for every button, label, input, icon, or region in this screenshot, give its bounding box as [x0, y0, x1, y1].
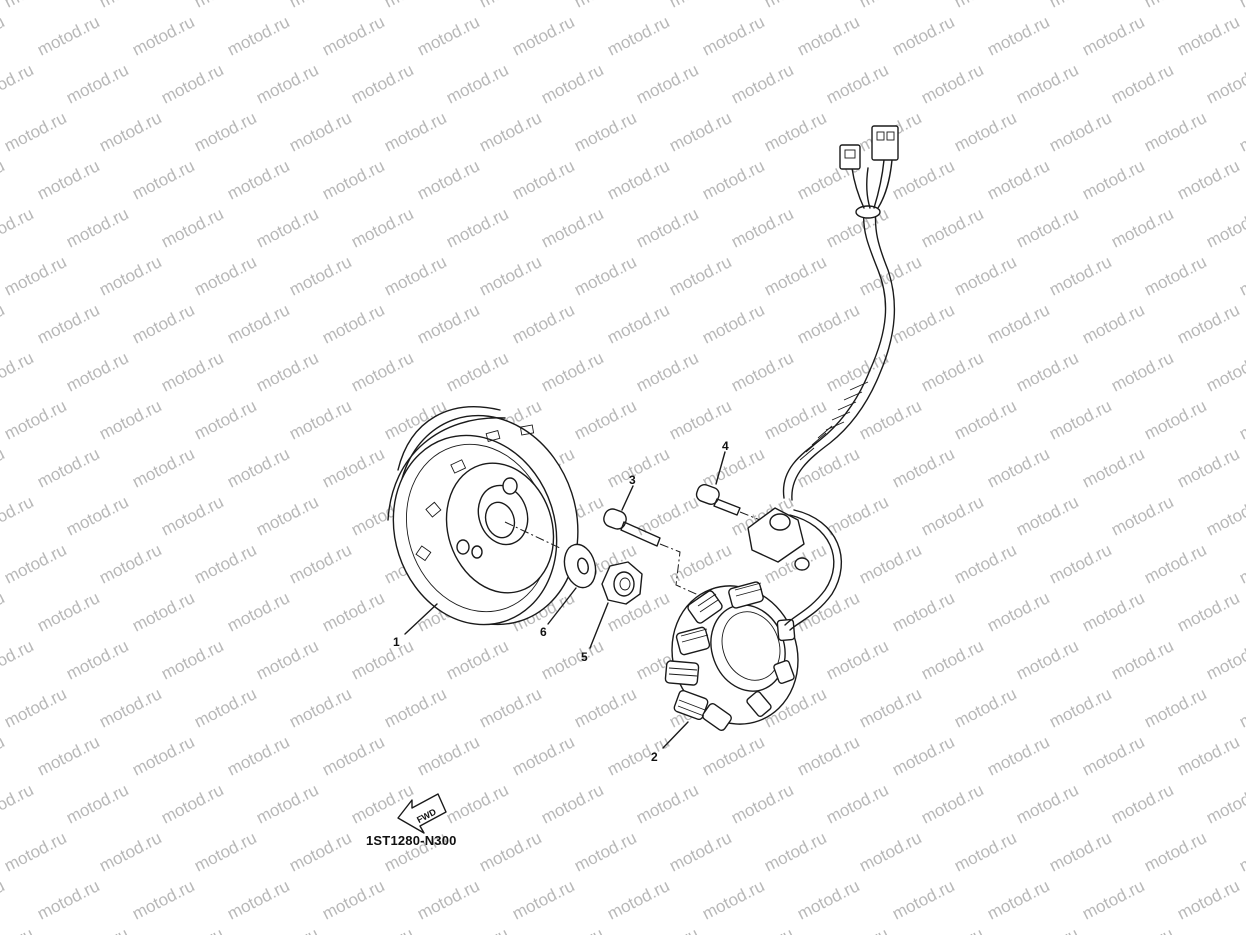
- diagram-code: 1ST1280-N300: [366, 833, 457, 848]
- callout-1: 1: [393, 635, 400, 649]
- washer-part: [563, 543, 597, 589]
- watermark-text: motod.ru: [0, 924, 37, 935]
- callout-5: 5: [581, 650, 588, 664]
- nut-part: [601, 561, 643, 605]
- fwd-arrow-icon: FWD: [397, 793, 447, 834]
- watermark-text: motod.ru: [1236, 0, 1246, 12]
- bolt-part-4: [695, 483, 761, 521]
- leader-lines: [404, 451, 726, 749]
- callout-3: 3: [629, 473, 636, 487]
- stator-part: [664, 507, 842, 731]
- wire-harness: [782, 125, 899, 501]
- callout-6: 6: [540, 625, 547, 639]
- bolt-part-3: [603, 508, 706, 599]
- rotor-part: [387, 406, 579, 626]
- callout-4: 4: [722, 439, 729, 453]
- callout-2: 2: [651, 750, 658, 764]
